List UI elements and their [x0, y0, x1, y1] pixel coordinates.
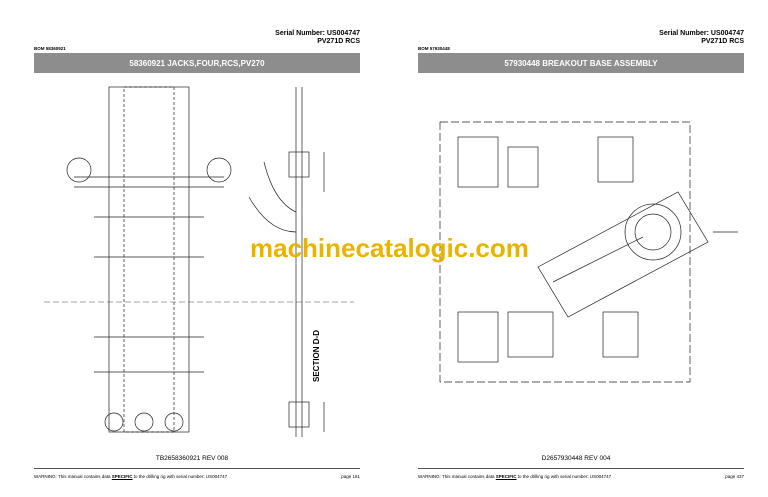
section-title-bar: 57930448 BREAKOUT BASE ASSEMBLY	[418, 53, 744, 73]
drawing-caption: D2657930448 REV 004	[541, 455, 611, 462]
jacks-drawing: SECTION D-D	[34, 82, 360, 446]
breakout-base-drawing	[418, 82, 744, 446]
warning-pre: WARNING: This manual contains data	[418, 474, 496, 479]
footer: WARNING: This manual contains data SPECI…	[418, 474, 744, 479]
section-title-bar: 58360921 JACKS,FOUR,RCS,PV270	[34, 53, 360, 73]
section-label: SECTION D-D	[312, 330, 321, 382]
footer-divider	[418, 468, 744, 469]
warning-pre: WARNING: This manual contains data	[34, 474, 112, 479]
page-number: page 437	[725, 474, 744, 479]
page-number: page 161	[341, 474, 360, 479]
footer: WARNING: This manual contains data SPECI…	[34, 474, 360, 479]
bom-label: BOM 57930448	[418, 46, 450, 51]
warning-specific: SPECIFIC	[495, 474, 517, 479]
model: PV271D RCS	[317, 38, 360, 45]
serial-number: Serial Number: US004747	[275, 30, 360, 37]
serial-number: Serial Number: US004747	[659, 30, 744, 37]
warning-text: WARNING: This manual contains data SPECI…	[418, 474, 611, 479]
drawing-caption: TB2658360921 REV 008	[155, 455, 229, 462]
watermark: machinecatalogic.com	[250, 233, 529, 263]
warning-specific: SPECIFIC	[111, 474, 133, 479]
warning-post: to the drilling rig with serial number: …	[132, 474, 228, 479]
bom-label: BOM 58360921	[34, 46, 66, 51]
warning-text: WARNING: This manual contains data SPECI…	[34, 474, 227, 479]
model: PV271D RCS	[701, 38, 744, 45]
footer-divider	[34, 468, 360, 469]
warning-post: to the drilling rig with serial number: …	[516, 474, 612, 479]
